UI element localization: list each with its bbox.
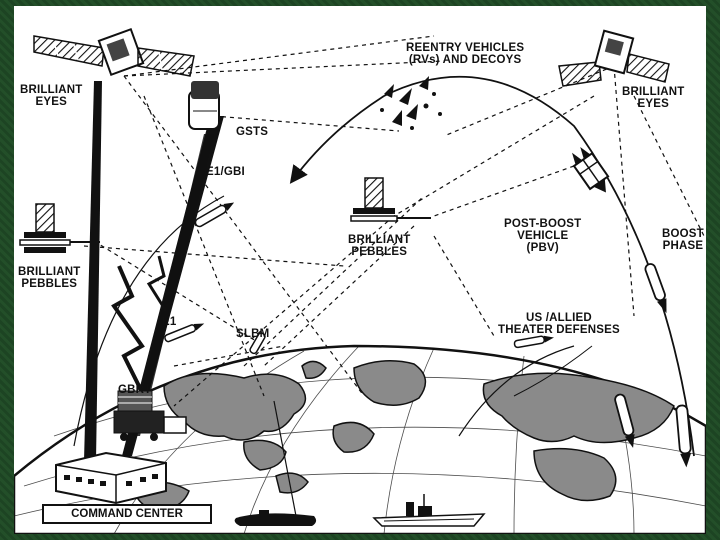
brilliant-eyes-satellite-right (558, 29, 670, 87)
label-reentry-vehicles: REENTRY VEHICLES(RVs) AND DECOYS (406, 42, 525, 66)
theater-interceptor (513, 335, 555, 349)
brilliant-eyes-satellite-left (33, 27, 195, 77)
uplink-beams (84, 81, 224, 461)
command-center-building (55, 451, 167, 505)
land-masses (133, 360, 675, 512)
e1-gbi-interceptor (194, 202, 235, 228)
naval-ship (372, 494, 486, 527)
label-gbrt: GBRT (118, 384, 152, 396)
gbrt-radar (113, 390, 187, 441)
e1-interceptor (164, 323, 205, 343)
gsts-probe (188, 81, 220, 130)
label-command-center: COMMAND CENTER (42, 504, 212, 524)
theater-intercept-path (458, 345, 575, 437)
label-e1-gbi: E1/GBI (206, 166, 245, 178)
sensor-links (83, 35, 705, 407)
post-boost-vehicle (572, 146, 610, 193)
earth-globe (14, 344, 706, 534)
ascending-missiles (614, 393, 692, 468)
label-slbm: SLBM (236, 328, 270, 340)
brilliant-pebbles-center-satellite (350, 177, 431, 222)
slbm-missile (249, 332, 266, 355)
reentry-vehicles-cluster (380, 76, 442, 130)
submarine (234, 510, 317, 526)
label-gsts: GSTS (236, 126, 269, 138)
diagram-artwork (14, 27, 706, 534)
boost-phase-missile (644, 263, 667, 314)
slbm-launch-track (273, 400, 297, 517)
label-e1: E1 (162, 316, 177, 328)
brilliant-pebbles-left-satellite (19, 203, 100, 253)
